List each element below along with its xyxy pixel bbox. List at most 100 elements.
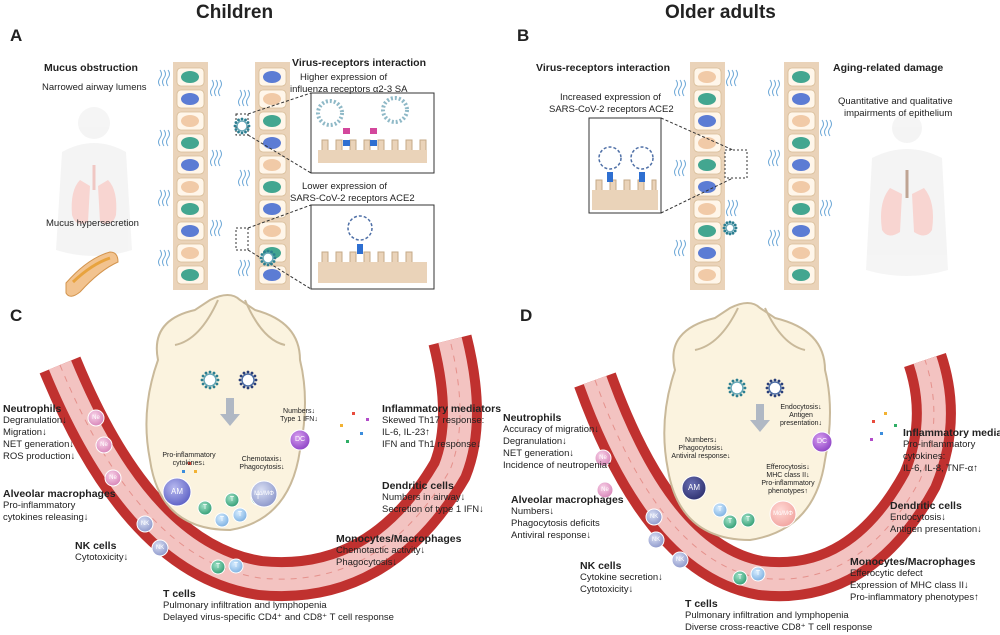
cell-label-t: T xyxy=(233,562,239,569)
cell-label-ne: Ne xyxy=(599,455,607,461)
immune-cell-nk xyxy=(671,551,689,569)
cytokine-dot xyxy=(894,424,897,427)
c-chemotaxis: Chemotaxis↓Phagocytosis↓ xyxy=(239,456,285,471)
epithelial-cell xyxy=(176,67,205,87)
zoom-box-influenza xyxy=(235,92,435,174)
d-nk-block: NK cells Cytokine secretion↓ Cytotoxicit… xyxy=(580,560,663,596)
d-mono-block: Monocytes/Macrophages Efferocytic defect… xyxy=(850,556,979,604)
epithelial-cell xyxy=(176,111,205,131)
cell-label-t: T xyxy=(202,504,208,511)
epithelial-cell xyxy=(258,155,287,175)
d-nk-title: NK cells xyxy=(580,560,622,572)
cell-label-t: T xyxy=(755,570,761,577)
cell-label-t: T xyxy=(229,496,235,503)
vessel-c xyxy=(39,334,482,601)
cytokine-dot xyxy=(880,432,883,435)
cell-label-t: T xyxy=(255,494,261,501)
d-nk-line: Cytotoxicity↓ xyxy=(580,584,634,595)
cell-label-t: T xyxy=(219,516,225,523)
c-nk-line: Cytotoxicity↓ xyxy=(75,552,129,563)
c-nk-title: NK cells xyxy=(75,540,117,552)
zoom-box-ace2-older xyxy=(588,117,748,214)
epithelial-cell xyxy=(787,111,816,131)
epithelial-cell xyxy=(787,265,816,285)
virus-particle xyxy=(238,370,258,390)
d-nk-line: Cytokine secretion↓ xyxy=(580,572,663,583)
immune-cell-t xyxy=(722,514,738,530)
c-mono-line: Phagocytosis↓ xyxy=(336,557,398,568)
epithelial-cell xyxy=(693,111,722,131)
epithelial-cell xyxy=(693,155,722,175)
d-neutrophils-line: Incidence of neutropenia↑ xyxy=(503,460,612,471)
c-mono-line: Chemotactic activity↓ xyxy=(336,545,426,556)
d-tcells-title: T cells xyxy=(685,598,718,610)
panel-label-a: A xyxy=(10,26,23,45)
cell-label-nk: NK xyxy=(155,545,165,551)
c-neutrophils-block: Neutrophils Degranulation↓ Migration↓ NE… xyxy=(3,403,75,463)
c-neutrophils-line: Degranulation↓ xyxy=(3,415,67,426)
c-neutrophils-line: NET generation↓ xyxy=(3,439,75,450)
immune-cell-t xyxy=(224,492,240,508)
d-neutrophils-line: Degranulation↓ xyxy=(503,436,567,447)
d-alveolar-block: Alveolar macrophages Numbers↓ Phagocytos… xyxy=(511,494,624,542)
cell-label-t: T xyxy=(237,511,243,518)
cell-label-ne: Ne xyxy=(109,475,117,481)
heading-children: Children xyxy=(196,2,274,23)
c-tcells-line: Pulmonary infiltration and lymphopenia xyxy=(163,600,327,611)
immune-cell-nk xyxy=(647,531,665,549)
immune-cell-t xyxy=(740,512,756,528)
immune-cell-nk xyxy=(645,508,663,526)
immune-cell-t xyxy=(197,500,213,516)
immune-cell-ne xyxy=(596,481,614,499)
d-inflam-title: Inflammatory mediators xyxy=(903,427,1000,439)
d-inflam-line: Pro-inflammatory xyxy=(903,439,976,450)
immune-cell-mo xyxy=(250,480,278,508)
cell-label-t: T xyxy=(717,506,723,513)
epithelial-cell xyxy=(787,155,816,175)
c-tcells-line: Delayed virus-specific CD4⁺ and CD8⁺ T c… xyxy=(163,612,394,623)
lower-expression-line2: SARS-CoV-2 receptors ACE2 xyxy=(290,193,415,204)
cell-label-nk: NK xyxy=(140,521,150,527)
d-alveolar-title: Alveolar macrophages xyxy=(511,494,624,506)
virus-particle xyxy=(200,370,220,390)
virus-particle xyxy=(727,378,747,398)
cell-label-am: AM xyxy=(688,483,700,492)
child-silhouette xyxy=(56,107,132,256)
d-dc-title: Dendritic cells xyxy=(890,500,962,512)
epithelial-cell xyxy=(176,155,205,175)
c-alveolar-title: Alveolar macrophages xyxy=(3,488,116,500)
cell-label-dc: DC xyxy=(816,438,828,445)
virus-receptor-title-b: Virus-receptors interaction xyxy=(536,62,671,74)
cytokine-dot xyxy=(872,420,875,423)
cell-label-ne: Ne xyxy=(601,487,609,493)
c-dc-title: Dendritic cells xyxy=(382,480,454,492)
c-neutrophils-title: Neutrophils xyxy=(3,403,62,415)
c-tcells-title: T cells xyxy=(163,588,196,600)
quantitative-line1: Quantitative and qualitative xyxy=(838,96,953,107)
epithelial-cell xyxy=(258,67,287,87)
epithelial-cell xyxy=(176,265,205,285)
immune-cell-nk xyxy=(151,539,169,557)
d-mono-line: Efferocytic defect xyxy=(850,568,923,579)
epithelial-cell xyxy=(693,221,722,241)
c-mono-title: Monocytes/Macrophages xyxy=(336,533,462,545)
d-neutrophils-line: NET generation↓ xyxy=(503,448,575,459)
immune-cell-dc xyxy=(289,429,311,451)
cell-label-mo: Mo/MΦ xyxy=(773,511,793,517)
immune-cell-ne xyxy=(594,449,612,467)
immune-cell-t xyxy=(750,566,766,582)
alveolus-c xyxy=(145,294,306,532)
cytokine-dot xyxy=(194,470,197,473)
d-efferocytosis: Efferocytosis↓MHC class II↓Pro-inflammat… xyxy=(761,464,815,495)
c-nk-block: NK cells Cytotoxicity↓ xyxy=(75,540,128,564)
epithelial-cell xyxy=(258,221,287,241)
panel-label-b: B xyxy=(517,26,530,45)
cytokine-dot xyxy=(870,438,873,441)
virus-particle xyxy=(765,378,785,398)
d-neutrophils-line: Accuracy of migration↓ xyxy=(503,424,600,435)
panel-label-d: D xyxy=(520,306,533,325)
immune-cell-t xyxy=(732,570,748,586)
